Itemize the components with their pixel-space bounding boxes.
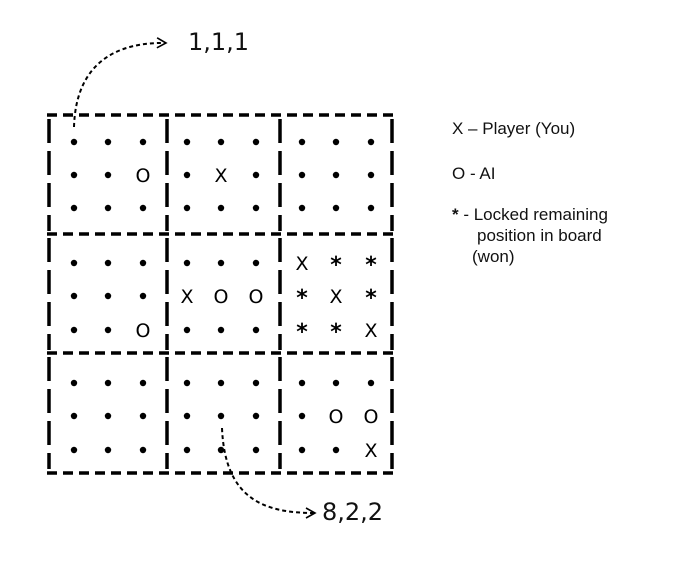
- cell-b5-r3-c2-empty-dot: [217, 326, 225, 334]
- cell-b6-r1-c1-x-mark: X: [295, 253, 308, 275]
- cell-b9-r1-c1-empty-dot: [298, 379, 306, 387]
- cell-b8-r1-c2-empty-dot: [217, 379, 225, 387]
- cell-b2-r2-c3-empty-dot: [252, 171, 260, 179]
- cell-b7-r3-c1-empty-dot: [70, 446, 78, 454]
- cell-b1-r1-c3-empty-dot: [139, 138, 147, 146]
- cell-b1-r2-c1-empty-dot: [70, 171, 78, 179]
- cell-b7-r1-c2-empty-dot: [104, 379, 112, 387]
- cell-b4-r1-c3-empty-dot: [139, 259, 147, 267]
- cell-b6-r3-c3-x-mark: X: [364, 320, 377, 342]
- cell-b8-r1-c1-empty-dot: [183, 379, 191, 387]
- cell-b8-r3-c2-empty-dot: [217, 446, 225, 454]
- cell-b5-r3-c3-empty-dot: [252, 326, 260, 334]
- cell-b6-r1-c2-locked-star: *: [330, 253, 342, 278]
- legend-locked-line3: (won): [472, 247, 515, 266]
- cell-b5-r1-c3-empty-dot: [252, 259, 260, 267]
- cell-b9-r3-c3-x-mark: X: [364, 440, 377, 462]
- cell-b6-r1-c3-locked-star: *: [365, 253, 377, 278]
- cell-b2-r3-c2-empty-dot: [217, 204, 225, 212]
- cell-b3-r3-c2-empty-dot: [332, 204, 340, 212]
- legend-locked-line1: * - Locked remaining: [452, 205, 608, 225]
- cell-b7-r2-c1-empty-dot: [70, 412, 78, 420]
- cell-b4-r2-c3-empty-dot: [139, 292, 147, 300]
- cell-b8-r2-c2-empty-dot: [217, 412, 225, 420]
- cell-b9-r3-c2-empty-dot: [332, 446, 340, 454]
- cell-b9-r2-c3-o-mark: O: [364, 406, 379, 428]
- legend-star-symbol: *: [452, 205, 459, 224]
- bottom-callout-arrow: [221, 427, 317, 519]
- cell-b7-r1-c1-empty-dot: [70, 379, 78, 387]
- cell-b6-r3-c2-locked-star: *: [330, 320, 342, 345]
- cell-b1-r3-c1-empty-dot: [70, 204, 78, 212]
- cell-b5-r3-c1-empty-dot: [183, 326, 191, 334]
- cell-b1-r1-c2-empty-dot: [104, 138, 112, 146]
- cell-b3-r3-c3-empty-dot: [367, 204, 375, 212]
- cell-b6-r3-c1-locked-star: *: [296, 320, 308, 345]
- cell-b5-r2-c2-o-mark: O: [214, 286, 229, 308]
- cell-b4-r1-c2-empty-dot: [104, 259, 112, 267]
- cell-b9-r2-c2-o-mark: O: [329, 406, 344, 428]
- cell-b3-r1-c2-empty-dot: [332, 138, 340, 146]
- cell-b5-r2-c1-x-mark: X: [180, 286, 193, 308]
- cell-b3-r1-c1-empty-dot: [298, 138, 306, 146]
- cell-b3-r3-c1-empty-dot: [298, 204, 306, 212]
- cell-b2-r1-c3-empty-dot: [252, 138, 260, 146]
- bottom-callout-label: 8,2,2: [322, 498, 384, 526]
- cell-b9-r2-c1-empty-dot: [298, 412, 306, 420]
- cell-b2-r2-c2-x-mark: X: [214, 165, 227, 187]
- cell-b9-r1-c3-empty-dot: [367, 379, 375, 387]
- cell-b8-r3-c3-empty-dot: [252, 446, 260, 454]
- top-callout-arrow: [73, 37, 168, 128]
- cell-b1-r3-c3-empty-dot: [139, 204, 147, 212]
- cell-b1-r2-c2-empty-dot: [104, 171, 112, 179]
- cell-b4-r1-c1-empty-dot: [70, 259, 78, 267]
- cell-b4-r3-c2-empty-dot: [104, 326, 112, 334]
- cell-b5-r2-c3-o-mark: O: [249, 286, 264, 308]
- cell-b7-r1-c3-empty-dot: [139, 379, 147, 387]
- cell-b4-r2-c2-empty-dot: [104, 292, 112, 300]
- legend-player-x: X – Player (You): [452, 119, 576, 138]
- cell-b7-r3-c3-empty-dot: [139, 446, 147, 454]
- legend-locked-text: - Locked remaining: [458, 205, 608, 224]
- cell-b3-r2-c1-empty-dot: [298, 171, 306, 179]
- cell-b7-r2-c2-empty-dot: [104, 412, 112, 420]
- cell-b7-r3-c2-empty-dot: [104, 446, 112, 454]
- cell-b9-r3-c1-empty-dot: [298, 446, 306, 454]
- cell-b2-r3-c3-empty-dot: [252, 204, 260, 212]
- cell-b8-r2-c3-empty-dot: [252, 412, 260, 420]
- cell-b4-r3-c3-o-mark: O: [136, 320, 151, 342]
- cell-b5-r1-c1-empty-dot: [183, 259, 191, 267]
- cell-b5-r1-c2-empty-dot: [217, 259, 225, 267]
- top-callout-label: 1,1,1: [188, 28, 250, 56]
- cell-b6-r2-c1-locked-star: *: [296, 286, 308, 311]
- cell-b3-r2-c3-empty-dot: [367, 171, 375, 179]
- cell-b2-r2-c1-empty-dot: [183, 171, 191, 179]
- cell-b8-r3-c1-empty-dot: [183, 446, 191, 454]
- cell-b3-r2-c2-empty-dot: [332, 171, 340, 179]
- cell-b4-r2-c1-empty-dot: [70, 292, 78, 300]
- cell-b2-r1-c2-empty-dot: [217, 138, 225, 146]
- cell-b8-r1-c3-empty-dot: [252, 379, 260, 387]
- cell-b7-r2-c3-empty-dot: [139, 412, 147, 420]
- cell-b1-r2-c3-o-mark: O: [136, 165, 151, 187]
- cell-b2-r1-c1-empty-dot: [183, 138, 191, 146]
- cell-b2-r3-c1-empty-dot: [183, 204, 191, 212]
- cell-b6-r2-c2-x-mark: X: [329, 286, 342, 308]
- board-grid-lines: [47, 113, 394, 475]
- cell-b4-r3-c1-empty-dot: [70, 326, 78, 334]
- cell-b1-r1-c1-empty-dot: [70, 138, 78, 146]
- legend-locked-line2: position in board: [477, 226, 602, 245]
- cell-b6-r2-c3-locked-star: *: [365, 286, 377, 311]
- cell-b9-r1-c2-empty-dot: [332, 379, 340, 387]
- cell-b1-r3-c2-empty-dot: [104, 204, 112, 212]
- cell-b3-r1-c3-empty-dot: [367, 138, 375, 146]
- legend-ai-o: O - AI: [452, 164, 496, 183]
- cell-b8-r2-c1-empty-dot: [183, 412, 191, 420]
